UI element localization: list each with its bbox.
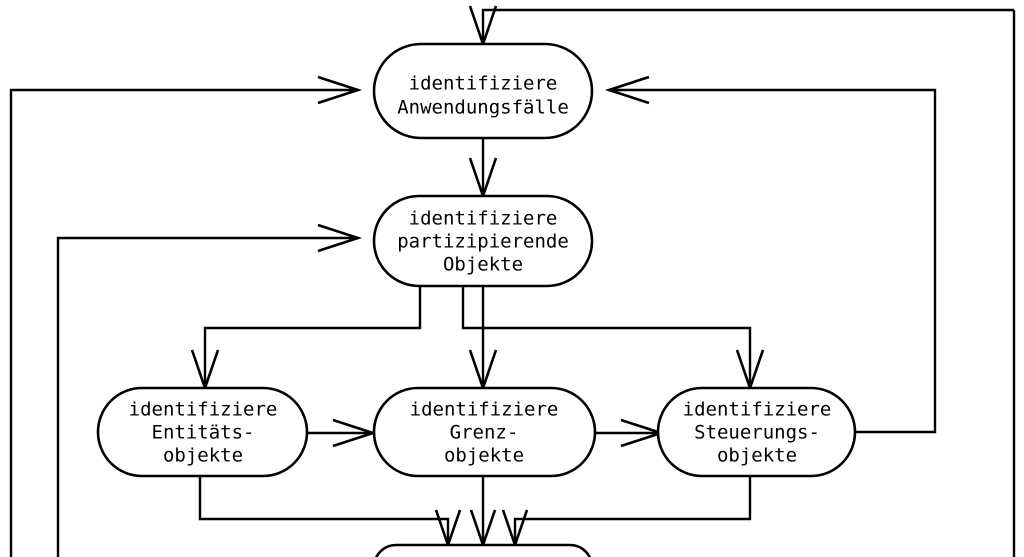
e-entitaets-to-grenz bbox=[307, 418, 378, 448]
e-anwend-to-partiz bbox=[468, 138, 498, 201]
e-feedback-left-to-partiz bbox=[56, 223, 363, 557]
node-entitaetsobjekte[interactable]: identifiziere Entitäts- objekte bbox=[96, 386, 309, 478]
node-steuerungsobjekte-line3: objekte bbox=[717, 445, 797, 467]
node-anwendungsfaelle-line2: Anwendungsfälle bbox=[397, 97, 569, 119]
node-layer: identifiziere Anwendungsfälle identifizi… bbox=[96, 42, 857, 557]
node-grenzobjekte[interactable]: identifiziere Grenz- objekte bbox=[372, 386, 597, 478]
e-feedback-right-to-anwend-top bbox=[468, 5, 1014, 49]
e-partiz-to-entitaets bbox=[190, 286, 422, 393]
e-grenz-to-bottom bbox=[469, 476, 497, 550]
e-partiz-to-grenz bbox=[468, 286, 498, 393]
node-grenzobjekte-line3: objekte bbox=[444, 445, 524, 467]
node-entitaetsobjekte-line2: Entitäts- bbox=[152, 422, 255, 444]
node-entitaetsobjekte-line3: objekte bbox=[163, 445, 243, 467]
node-anwendungsfaelle-line1: identifiziere bbox=[409, 73, 558, 95]
e-grenz-to-steuerungs bbox=[595, 418, 666, 448]
e-feedback-left-to-anwend bbox=[9, 75, 363, 557]
e-steuerungs-to-bottom bbox=[501, 476, 752, 550]
node-partizipierende-line3: Objekte bbox=[443, 254, 523, 276]
node-grenzobjekte-line1: identifiziere bbox=[410, 399, 559, 421]
e-entitaets-to-bottom bbox=[198, 476, 462, 550]
e-partiz-to-steuerungs bbox=[461, 286, 765, 393]
node-entitaetsobjekte-line1: identifiziere bbox=[129, 399, 278, 421]
node-steuerungsobjekte-line2: Steuerungs- bbox=[694, 422, 820, 444]
node-partizipierende[interactable]: identifiziere partizipierende Objekte bbox=[372, 194, 594, 288]
node-bottom-cutoff[interactable] bbox=[374, 543, 592, 557]
node-anwendungsfaelle[interactable]: identifiziere Anwendungsfälle bbox=[372, 42, 594, 140]
node-grenzobjekte-line2: Grenz- bbox=[450, 422, 519, 444]
edge-layer bbox=[9, 5, 1016, 557]
e-steuerungs-to-anwend bbox=[604, 75, 937, 434]
node-steuerungsobjekte[interactable]: identifiziere Steuerungs- objekte bbox=[656, 386, 857, 478]
node-steuerungsobjekte-line1: identifiziere bbox=[683, 399, 832, 421]
node-partizipierende-line1: identifiziere bbox=[409, 208, 558, 230]
node-partizipierende-line2: partizipierende bbox=[397, 231, 569, 253]
